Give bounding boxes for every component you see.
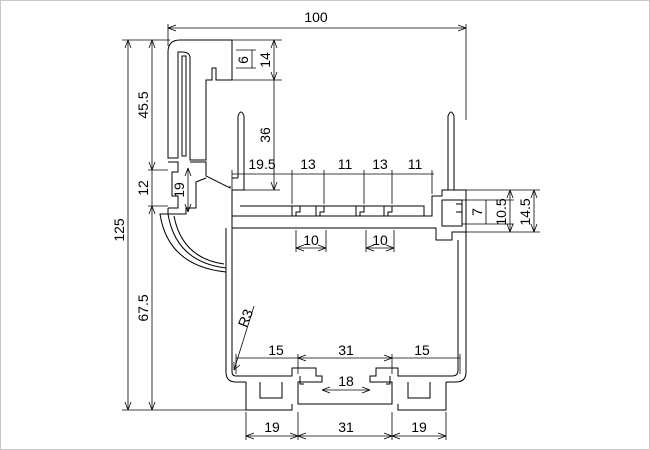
dim-gap-b1: 11 [338, 156, 353, 172]
dim-gap-a1: 13 [300, 156, 316, 172]
dim-slot-depth: 6 [235, 56, 251, 64]
dim-left-step: 19.5 [248, 156, 275, 172]
dim-slot-width-2: 10 [372, 232, 388, 248]
dim-base-left: 19 [264, 419, 280, 435]
dim-rail-height: 36 [257, 127, 273, 143]
dim-right-large: 14.5 [517, 198, 533, 225]
dimension-labels: 100 125 45.5 12 67.5 19 6 14 36 19.5 13 … [111, 9, 533, 435]
dim-gap-b2: 11 [408, 156, 423, 172]
dim-top-hook-height: 14 [257, 52, 273, 68]
dim-gap-a2: 13 [372, 156, 388, 172]
dim-total-width: 100 [304, 9, 328, 25]
dim-base-right: 19 [411, 419, 427, 435]
dim-radius: R3 [235, 307, 257, 330]
dim-bottom-mid-span: 31 [338, 342, 354, 358]
dim-slot-inner-height: 19 [171, 182, 187, 198]
profile-outline [159, 39, 467, 411]
dim-total-height: 125 [111, 218, 127, 242]
dim-lower-height: 67.5 [135, 294, 151, 321]
dim-slot-width-1: 10 [303, 232, 319, 248]
dimension-lines [122, 24, 540, 440]
dim-bottom-right-flange: 15 [414, 342, 430, 358]
dim-middle-height: 12 [135, 180, 151, 196]
dim-right-mid: 10.5 [493, 198, 509, 225]
dim-bottom-left-flange: 15 [268, 342, 284, 358]
dim-upper-height: 45.5 [135, 91, 151, 118]
dim-bottom-inner: 18 [338, 373, 354, 389]
dim-right-small: 7 [469, 208, 485, 216]
dim-base-mid: 31 [338, 419, 354, 435]
